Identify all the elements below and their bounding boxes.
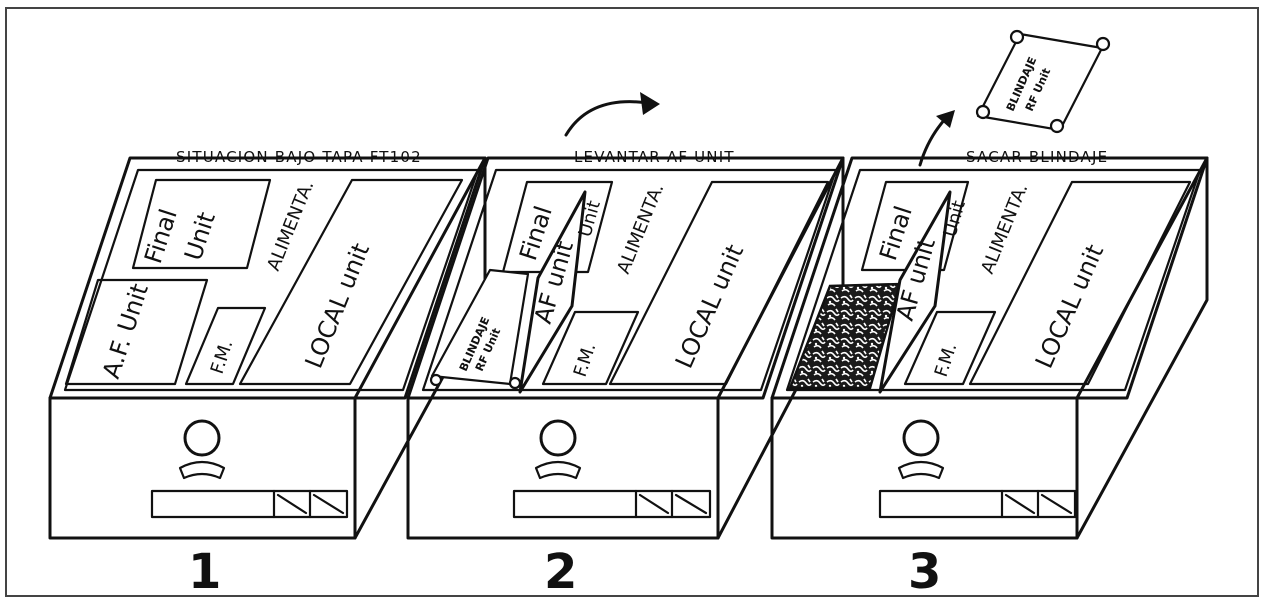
panel-number-3: 3 xyxy=(908,544,941,600)
arrow-head-icon xyxy=(640,92,660,115)
knob-icon xyxy=(902,419,940,457)
panel-1: Final Unit A.F. Unit F.M. ALIMENTA. LOCA… xyxy=(48,148,487,600)
panel-number-2: 2 xyxy=(544,544,577,600)
fm-label: F.M. xyxy=(207,337,238,376)
curved-arrow-right-icon xyxy=(564,100,650,137)
final-unit-box xyxy=(131,178,272,270)
panel-3: Final AF unit Unit F.M. ALIMENTA. LOCAL … xyxy=(770,29,1209,600)
knob-base-icon xyxy=(897,460,945,480)
case-side-face xyxy=(1075,156,1209,540)
caption-panel-1: SITUACION BAJO TAPA FT102 xyxy=(176,148,422,166)
local-unit-box xyxy=(608,180,830,386)
panel-number-1: 1 xyxy=(188,544,221,600)
caption-panel-2: LEVANTAR AF UNIT xyxy=(574,148,735,166)
chassis-inner-rim xyxy=(63,168,480,392)
af-unit-box xyxy=(64,278,209,386)
fm-label: F.M. xyxy=(570,340,601,379)
local-unit-label: LOCAL unit xyxy=(670,240,749,372)
removed-rf-shield: BLINDAJE RF Unit xyxy=(975,29,1111,134)
chassis-inner-rim xyxy=(785,168,1202,392)
alimenta-label: ALIMENTA. xyxy=(613,181,668,277)
af-unit-board xyxy=(878,190,952,394)
caption-panel-3: SACAR BLINDAJE xyxy=(966,148,1108,166)
panel-2: Final BLINDAJE RF Unit AF unit Unit F.M.… xyxy=(406,92,845,600)
af-unit-board xyxy=(518,190,587,394)
local-unit-label: LOCAL unit xyxy=(1030,240,1109,372)
knob-base-icon xyxy=(178,460,226,480)
alimenta-label: ALIMENTA. xyxy=(977,181,1032,277)
af-unit-label: A.F. Unit xyxy=(97,280,154,382)
dial-scale-icon xyxy=(150,489,349,519)
fm-box xyxy=(184,306,267,386)
fm-label: F.M. xyxy=(931,340,962,379)
local-unit-label: LOCAL unit xyxy=(300,239,375,372)
fm-box xyxy=(903,310,997,386)
shield-screw-hole xyxy=(508,376,522,390)
local-unit-box xyxy=(968,180,1192,386)
shield-screw-hole xyxy=(429,373,443,387)
dial-scale-icon xyxy=(512,489,712,519)
dial-scale-icon xyxy=(878,489,1077,519)
knob-base-icon xyxy=(534,460,582,480)
diagram-frame xyxy=(5,7,1259,597)
final-unit-label: Final xyxy=(139,206,183,267)
knob-icon xyxy=(183,419,221,457)
arrow-head-icon xyxy=(936,110,955,128)
chassis-inner-rim xyxy=(421,168,838,392)
knob-icon xyxy=(539,419,577,457)
final-unit-label-2: Unit xyxy=(179,209,221,264)
alimenta-label: ALIMENTA. xyxy=(263,178,318,274)
fm-box xyxy=(541,310,640,386)
local-unit-box xyxy=(238,178,464,386)
rf-shield-plate xyxy=(430,268,530,386)
